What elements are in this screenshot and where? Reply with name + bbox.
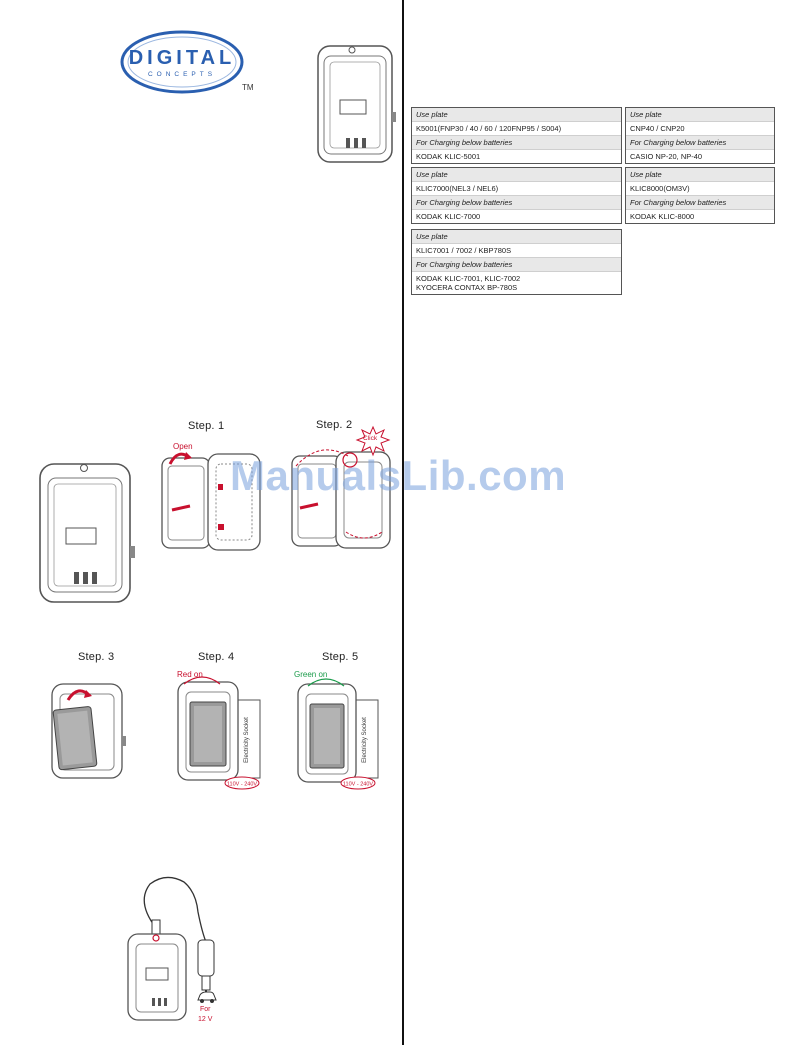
step4-voltage-badge: 110V - 240V <box>224 776 260 790</box>
step5-voltage-label: 110V - 240V <box>343 782 374 788</box>
step2-heading: Step. 2 <box>316 419 353 431</box>
plate-batteries: KODAK KLIC-7001, KLIC-7002 KYOCERA CONTA… <box>412 272 621 294</box>
plate-batteries: KODAK KLIC-5001 <box>412 150 621 163</box>
digital-concepts-logo: DIGITAL CONCEPTS TM <box>118 28 258 98</box>
red-on-label: Red on <box>177 670 203 679</box>
charger-large-illustration <box>38 458 138 606</box>
plate-batteries: KODAK KLIC-8000 <box>626 210 774 223</box>
plate-table-klic7000: Use plate KLIC7000(NEL3 / NEL6) For Char… <box>411 167 622 224</box>
step4-voltage-label: 110V - 240V <box>227 782 258 788</box>
step3-illustration <box>46 682 128 782</box>
plate-model: KLIC8000(OM3V) <box>626 182 774 196</box>
plate-charge-label: For Charging below batteries <box>412 196 621 210</box>
plate-batteries: CASIO NP-20, NP-40 <box>626 150 774 163</box>
step1-heading: Step. 1 <box>188 420 225 432</box>
plate-use-label: Use plate <box>412 108 621 122</box>
step5-voltage-badge: 110V - 240V <box>340 776 376 790</box>
step5-heading: Step. 5 <box>322 651 359 663</box>
car-icon <box>196 990 218 1004</box>
step4-illustration: Electricity Socket <box>176 678 264 790</box>
open-label: Open <box>173 442 193 451</box>
logo-line2: CONCEPTS <box>148 71 216 78</box>
click-burst <box>355 425 391 457</box>
step4-socket-label: Electricity Socket <box>244 717 250 763</box>
step3-heading: Step. 3 <box>78 651 115 663</box>
plate-use-label: Use plate <box>626 108 774 122</box>
green-on-label: Green on <box>294 670 328 679</box>
plate-use-label: Use plate <box>412 230 621 244</box>
plate-use-label: Use plate <box>626 168 774 182</box>
page-divider <box>402 0 404 1045</box>
plate-model: K5001(FNP30 / 40 / 60 / 120FNP95 / S004) <box>412 122 621 136</box>
red-indicator-arc <box>182 674 222 686</box>
car-volt-label: 12 V <box>198 1016 213 1023</box>
plate-table-klic7001: Use plate KLIC7001 / 7002 / KBP780S For … <box>411 229 622 295</box>
watermark: ManualsLib.com <box>230 452 567 499</box>
plate-table-klic8000: Use plate KLIC8000(OM3V) For Charging be… <box>625 167 775 224</box>
plate-table-cnp40: Use plate CNP40 / CNP20 For Charging bel… <box>625 107 775 164</box>
car-adapter-illustration <box>126 872 246 1024</box>
logo-line1: DIGITAL <box>129 47 236 69</box>
plate-use-label: Use plate <box>412 168 621 182</box>
plate-charge-label: For Charging below batteries <box>412 136 621 150</box>
click-label: Click <box>363 435 378 442</box>
step1-illustration <box>160 450 264 552</box>
plate-charge-label: For Charging below batteries <box>412 258 621 272</box>
plate-batteries: KODAK KLIC-7000 <box>412 210 621 223</box>
plate-charge-label: For Charging below batteries <box>626 196 774 210</box>
plate-charge-label: For Charging below batteries <box>626 136 774 150</box>
logo-tm: TM <box>242 83 254 92</box>
step2-illustration <box>290 446 394 550</box>
plate-model: KLIC7000(NEL3 / NEL6) <box>412 182 621 196</box>
step5-illustration: Electricity Socket <box>296 680 384 792</box>
step5-socket-label: Electricity Socket <box>362 717 368 763</box>
plate-model: KLIC7001 / 7002 / KBP780S <box>412 244 621 258</box>
plate-model: CNP40 / CNP20 <box>626 122 774 136</box>
charger-top-illustration <box>316 42 398 166</box>
for-label: For <box>200 1006 211 1013</box>
step4-heading: Step. 4 <box>198 651 235 663</box>
plate-table-k5001: Use plate K5001(FNP30 / 40 / 60 / 120FNP… <box>411 107 622 164</box>
green-indicator-arc <box>306 676 346 688</box>
